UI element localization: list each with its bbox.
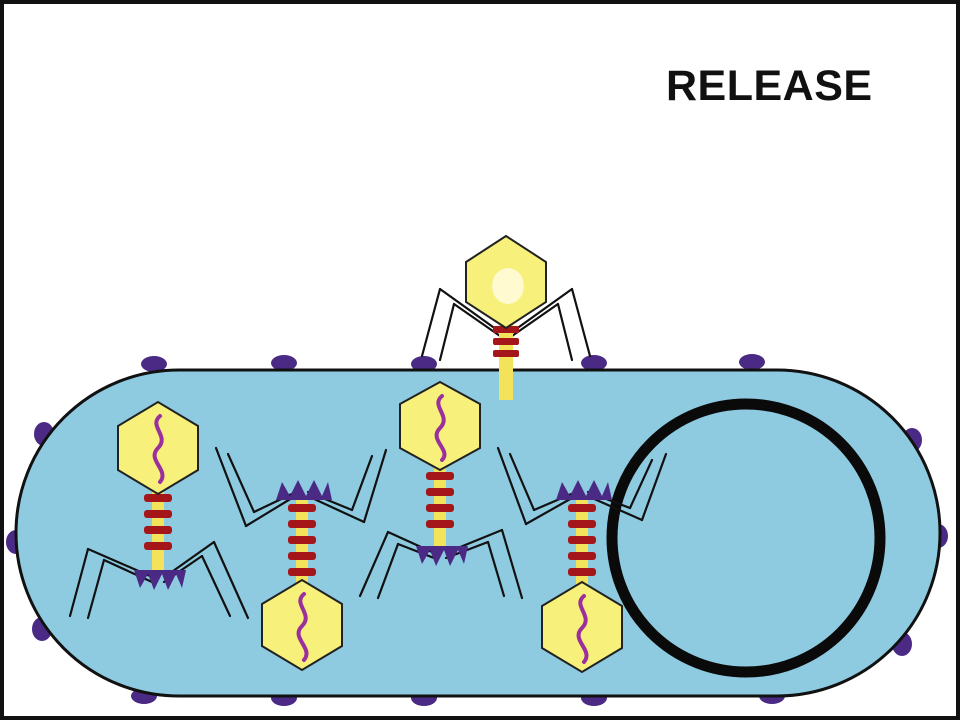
- progeny-phage: [358, 380, 524, 600]
- tail-sheath-ring: [288, 568, 316, 576]
- tail-fiber: [350, 454, 374, 512]
- tail-fiber: [500, 528, 524, 600]
- circular-dna-icon: [606, 398, 886, 678]
- tail-sheath-ring: [144, 494, 172, 502]
- tail-sheath-ring: [288, 504, 316, 512]
- tail-fiber: [628, 458, 654, 510]
- tail-fiber: [226, 452, 256, 514]
- tail-fiber: [508, 452, 536, 512]
- baseplate: [276, 480, 332, 500]
- bacteriophage-icon: [420, 234, 592, 400]
- tail-fiber: [438, 287, 502, 334]
- tail-fiber: [640, 452, 668, 522]
- tail-fiber: [86, 558, 106, 620]
- capsid-highlight: [492, 268, 524, 304]
- receptor-dot-icon: [581, 355, 607, 371]
- receptor-dot-icon: [411, 356, 437, 372]
- tail-sheath-ring: [426, 472, 454, 480]
- stage-title: RELEASE: [666, 62, 873, 110]
- tail-fiber: [438, 302, 456, 362]
- tail-fiber: [310, 496, 366, 524]
- tail-fiber: [376, 542, 400, 600]
- tail-sheath-ring: [426, 504, 454, 512]
- attached-phage: [420, 234, 592, 400]
- tail-fiber: [496, 446, 528, 526]
- bacteriophage-icon: [68, 400, 250, 620]
- tail-fiber: [524, 496, 574, 526]
- baseplate: [556, 480, 612, 500]
- progeny-phage: [496, 446, 668, 674]
- baseplate: [134, 570, 186, 590]
- tail-sheath-ring: [288, 520, 316, 528]
- tail-fiber: [212, 540, 250, 620]
- dna-strand: [576, 594, 589, 664]
- tail-sheath-ring: [568, 568, 596, 576]
- tail-fiber: [200, 554, 232, 618]
- bacteriophage-icon: [496, 446, 668, 674]
- tail-fiber: [358, 530, 390, 598]
- baseplate: [416, 546, 468, 566]
- phage-release-illustration: [6, 234, 948, 706]
- tail-fiber: [590, 496, 644, 522]
- tail-fiber: [510, 302, 560, 338]
- tail-fiber: [510, 287, 574, 334]
- receptor-dot-icon: [739, 354, 765, 370]
- tail-fiber: [362, 448, 388, 524]
- tail-fiber: [420, 287, 442, 358]
- receptor-dot-icon: [271, 355, 297, 371]
- tail-sheath-ring: [568, 520, 596, 528]
- dna-strand: [434, 394, 447, 462]
- tail-sheath-ring: [144, 526, 172, 534]
- tail-fiber: [570, 287, 592, 358]
- tail-sheath-ring: [568, 552, 596, 560]
- tail-sheath-ring: [144, 542, 172, 550]
- tail-sheath-ring: [288, 552, 316, 560]
- tail-sheath-ring: [288, 536, 316, 544]
- tail-fiber: [452, 302, 502, 338]
- bacteriophage-icon: [214, 446, 388, 672]
- dna-strand: [296, 592, 309, 662]
- tail-sheath-ring: [493, 350, 519, 357]
- tail-sheath-ring: [568, 536, 596, 544]
- tail-fiber: [396, 542, 436, 560]
- tail-fiber: [214, 446, 248, 528]
- tail-fiber: [486, 540, 506, 598]
- tail-fiber: [68, 547, 90, 618]
- bacteriophage-icon: [358, 380, 524, 600]
- tail-sheath-ring: [144, 510, 172, 518]
- tail-core: [499, 322, 513, 400]
- tail-sheath-ring: [426, 520, 454, 528]
- tail-sheath-ring: [568, 504, 596, 512]
- tail-sheath-ring: [493, 326, 519, 333]
- tail-sheath-ring: [493, 338, 519, 345]
- tail-sheath-ring: [426, 488, 454, 496]
- tail-fiber: [556, 302, 574, 362]
- tail-fiber: [244, 496, 294, 528]
- progeny-phage: [68, 400, 250, 620]
- progeny-phage: [214, 446, 388, 672]
- receptor-dot-icon: [141, 356, 167, 372]
- dna-strand: [152, 414, 165, 484]
